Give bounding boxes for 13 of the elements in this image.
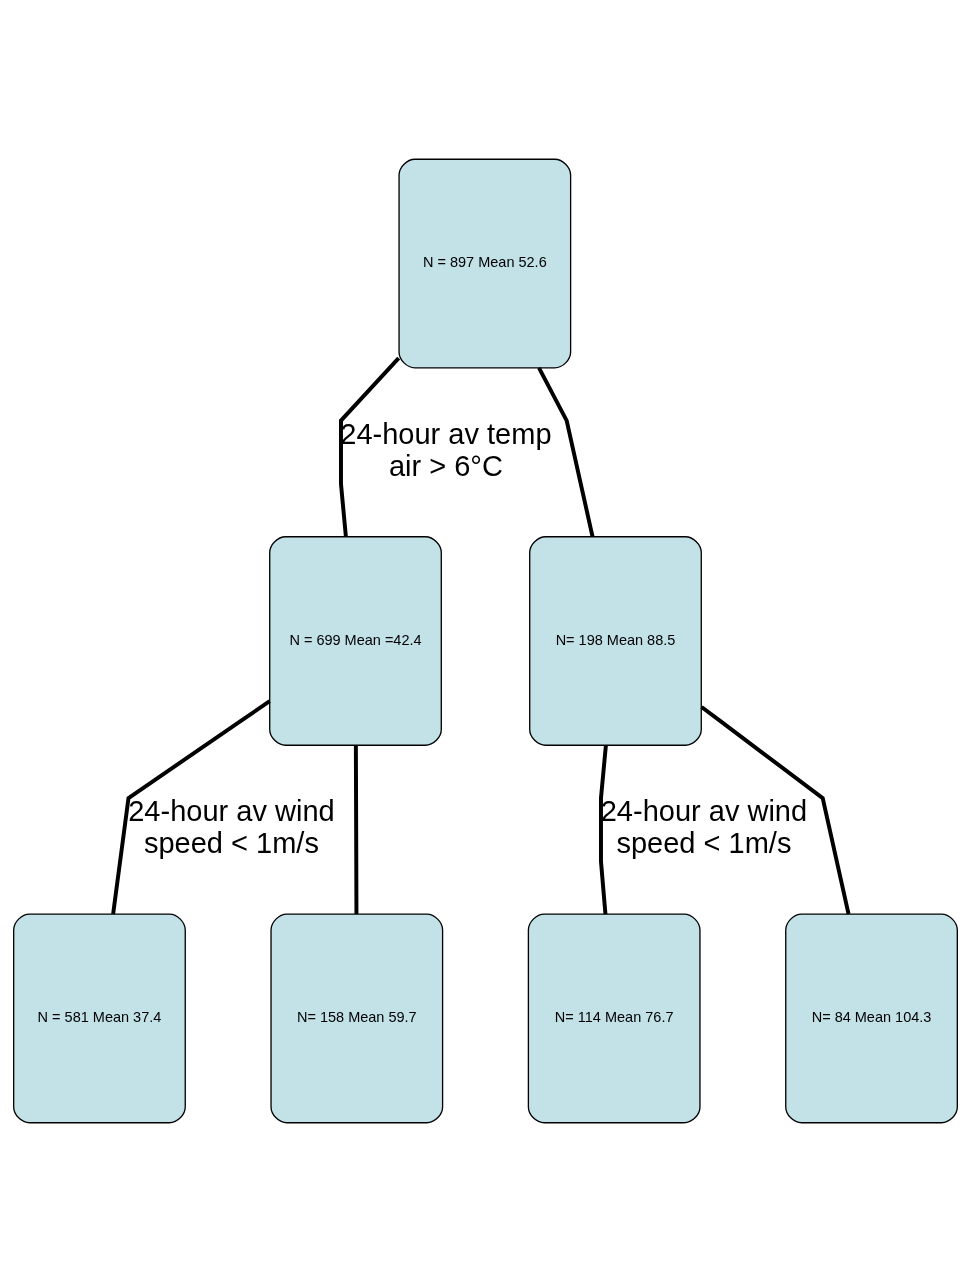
node-box: N= 158 Mean 59.7 bbox=[270, 913, 444, 1124]
connector bbox=[353, 745, 359, 915]
node-box: N= 84 Mean 104.3 bbox=[785, 913, 958, 1124]
node-box: N = 699 Mean =42.4 bbox=[269, 536, 442, 746]
node-box: N = 897 Mean 52.6 bbox=[398, 158, 572, 369]
connector bbox=[700, 705, 851, 915]
node-box: N = 581 Mean 37.4 bbox=[13, 913, 186, 1124]
connector bbox=[111, 699, 271, 915]
node-box: N= 114 Mean 76.7 bbox=[527, 913, 701, 1124]
connector bbox=[599, 745, 608, 915]
connector bbox=[537, 366, 595, 537]
edge-label: 24-hour av wind speed < 1m/s bbox=[128, 795, 335, 859]
node-box: N= 198 Mean 88.5 bbox=[529, 536, 702, 746]
